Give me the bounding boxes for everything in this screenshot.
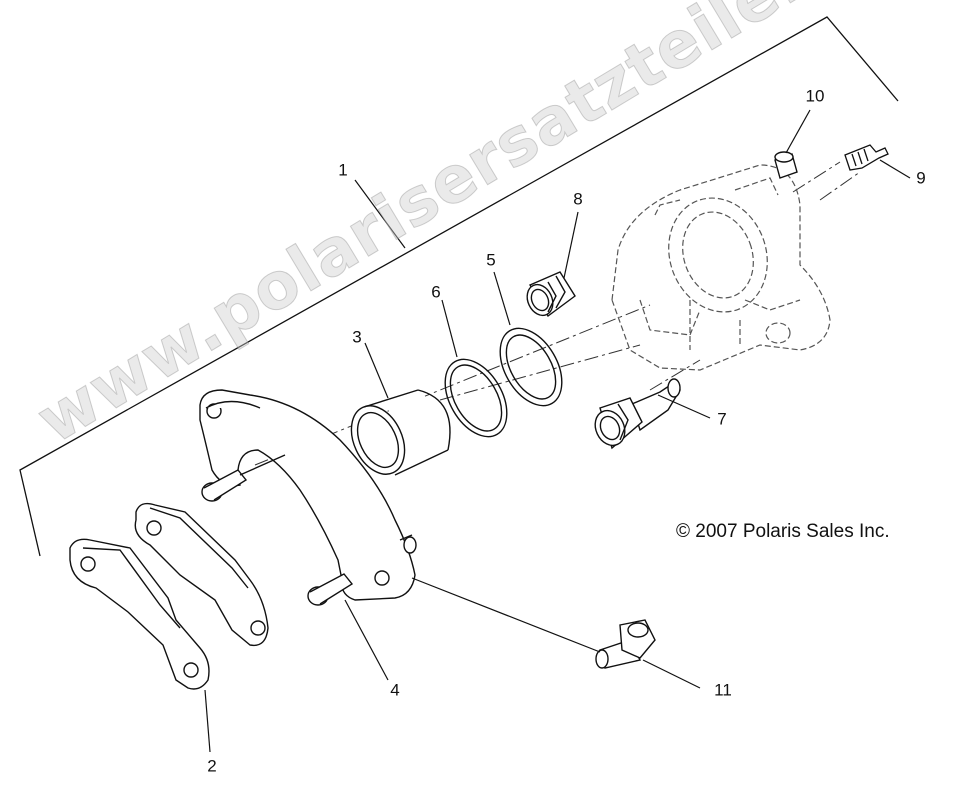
callout-11: 11 (714, 680, 732, 700)
callout-9: 9 (916, 168, 926, 188)
caliper-housing (611, 164, 831, 371)
brake-pads (69, 502, 269, 690)
callout-3: 3 (352, 327, 362, 347)
callout-6: 6 (431, 282, 441, 302)
assembly-bracket (19, 16, 899, 557)
center-lines (254, 161, 861, 466)
callout-1: 1 (338, 160, 348, 180)
pin-boot-upper (526, 271, 576, 318)
dust-seal (499, 327, 563, 407)
callout-2: 2 (207, 756, 217, 776)
piston-seal (444, 358, 508, 438)
callout-5: 5 (486, 250, 496, 270)
callout-8: 8 (573, 189, 583, 209)
bleeder-screw (844, 144, 889, 171)
piston (350, 388, 452, 478)
mounting-bolt (595, 619, 656, 669)
pin-boot-lower (594, 378, 681, 450)
caliper-bracket (199, 389, 417, 606)
copyright-notice: © 2007 Polaris Sales Inc. (676, 521, 890, 542)
leader-lines (204, 109, 911, 753)
callout-7: 7 (717, 409, 727, 429)
callout-10: 10 (805, 86, 825, 106)
callout-4: 4 (390, 680, 400, 700)
bleeder-cap (774, 151, 798, 179)
